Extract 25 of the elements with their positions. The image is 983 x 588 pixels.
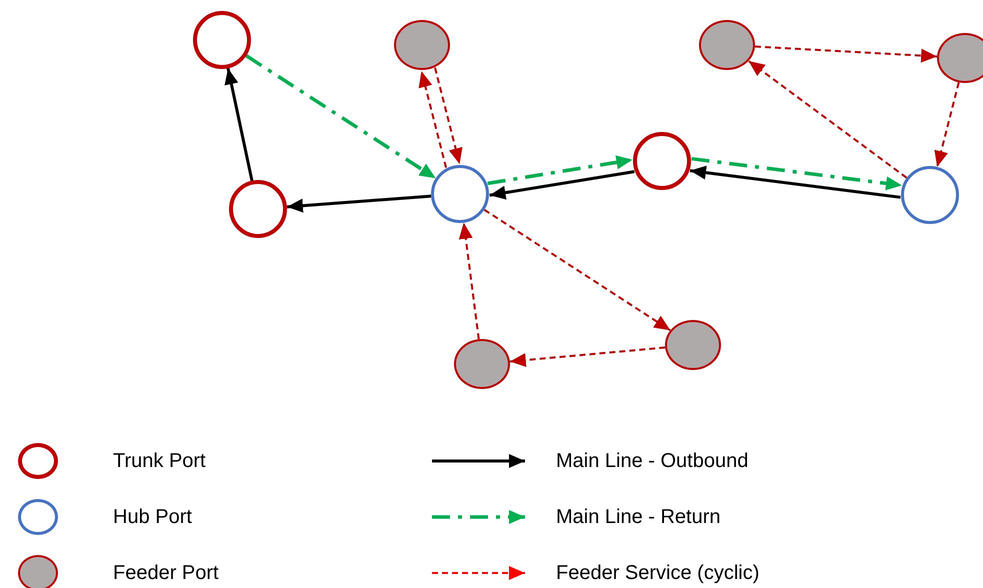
arrow <box>484 208 671 332</box>
legend-label: Main Line - Outbound <box>556 449 748 473</box>
arrow <box>748 60 908 179</box>
arrow <box>489 170 635 200</box>
arrow <box>934 82 960 168</box>
arrow <box>458 222 480 340</box>
legend-label: Main Line - Return <box>556 505 721 529</box>
arrow <box>224 68 254 181</box>
hub-port-circle <box>431 165 489 223</box>
arrow <box>754 46 938 63</box>
legend-label: Feeder Service (cyclic) <box>556 561 760 585</box>
arrow <box>434 67 462 164</box>
feeder-port-circle <box>665 320 721 370</box>
legend-label: Feeder Port <box>113 561 219 585</box>
feeder-port-circle <box>937 33 983 83</box>
legend-label: Hub Port <box>113 505 192 529</box>
arrow <box>690 166 901 199</box>
arrow <box>286 194 432 213</box>
arrow <box>487 155 633 186</box>
arrow <box>691 156 902 190</box>
legend-label: Trunk Port <box>113 449 206 473</box>
feeder-port-circle <box>699 20 755 70</box>
arrow <box>245 54 437 180</box>
arrow <box>510 346 666 368</box>
arrow <box>418 70 448 168</box>
